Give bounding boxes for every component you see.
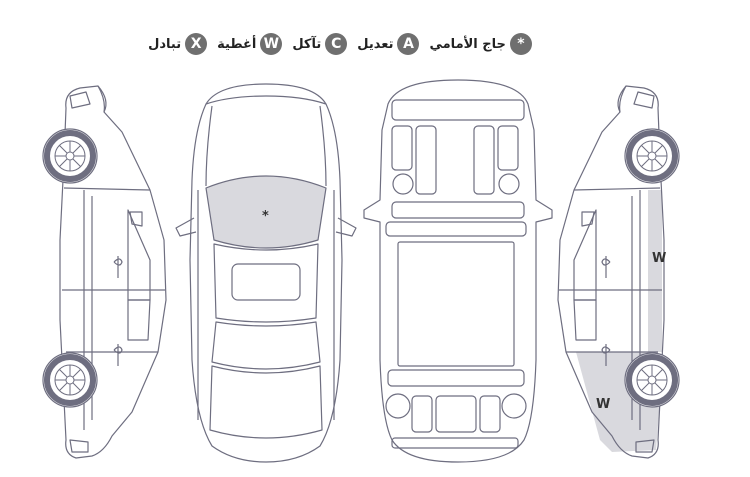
left-side-body-outline <box>59 85 167 459</box>
damage-legend: * جاج الأمامي A تعديل C تآكل W أغطية X ت… <box>140 30 540 58</box>
interior-seat-front-right <box>473 125 495 195</box>
legend-label-windshield: جاج الأمامي <box>429 36 506 52</box>
legend-label-corrosion: تآكل <box>292 36 322 52</box>
left-side-window-front <box>127 209 151 301</box>
top-view-body-outline <box>189 83 343 463</box>
top-view <box>175 83 357 463</box>
right-front-wheel-icon <box>625 129 679 183</box>
right-rear-quarter-damage-mark: W <box>596 397 610 412</box>
left-side-view <box>59 85 167 459</box>
right-side-taillight <box>635 439 655 453</box>
top-view-hood-line-left <box>205 105 213 187</box>
interior-console-bar <box>391 201 525 219</box>
legend-label-modified: تعديل <box>357 36 394 52</box>
legend-badge-c: C <box>325 33 348 55</box>
legend-item-modified: A تعديل <box>357 33 420 55</box>
right-rear-door-damage <box>648 190 662 352</box>
interior-dashboard <box>391 99 525 121</box>
top-view-hood-line-right <box>319 105 327 187</box>
right-side-door-cut-front <box>573 187 661 191</box>
top-view-rear-window <box>211 321 321 370</box>
legend-item-corrosion: C تآكل <box>292 33 348 55</box>
interior-knob-right <box>498 173 520 195</box>
right-side-handle-front <box>601 256 611 278</box>
right-rear-door-damage-mark: W <box>652 251 666 266</box>
top-view-sunroof <box>231 263 301 301</box>
right-side-mirror <box>581 211 595 227</box>
right-side-headlight <box>633 91 655 109</box>
top-view-mirror-right <box>335 217 357 237</box>
top-view-trunk <box>209 365 323 439</box>
right-side-roof-line <box>617 85 627 113</box>
legend-badge-w: W <box>260 33 283 55</box>
interior-view <box>363 79 553 463</box>
legend-badge-x: X <box>185 33 208 55</box>
left-side-roof-line <box>97 85 107 113</box>
interior-seat-front-left <box>415 125 437 195</box>
legend-item-windshield: * جاج الأمامي <box>429 33 532 55</box>
right-rear-wheel-icon <box>625 353 679 407</box>
interior-rear-knob-right <box>501 393 527 419</box>
left-side-handle-rear <box>113 344 123 366</box>
top-view-windshield <box>205 175 327 249</box>
legend-item-covers: W أغطية <box>217 33 283 55</box>
right-side-window-front <box>573 209 597 301</box>
left-side-headlight <box>69 91 91 109</box>
interior-rear-seat-center <box>435 395 477 433</box>
left-rear-wheel-icon <box>43 353 97 407</box>
right-side-body-outline <box>557 85 665 459</box>
left-front-wheel-icon <box>43 129 97 183</box>
top-view-roof <box>213 243 319 323</box>
interior-floor-panel <box>397 241 515 367</box>
interior-rear-bar <box>387 369 525 387</box>
legend-label-replaced: تبادل <box>148 36 182 52</box>
interior-body-outline <box>363 79 553 463</box>
interior-rear-seat-right <box>479 395 501 433</box>
left-side-window-rear <box>127 299 151 341</box>
top-view-hood <box>205 95 327 105</box>
interior-rear-seat-left <box>411 395 433 433</box>
interior-floor-bar <box>385 221 527 237</box>
right-side-handle-rear <box>601 344 611 366</box>
interior-seat-front-left-back <box>391 125 413 171</box>
windshield-damage-mark: * <box>262 209 269 224</box>
left-side-mirror <box>129 211 143 227</box>
legend-item-replaced: X تبادل <box>148 33 208 55</box>
legend-label-covers: أغطية <box>217 36 257 52</box>
interior-knob-left <box>392 173 414 195</box>
interior-rear-knob-left <box>385 393 411 419</box>
legend-badge-a: A <box>397 33 420 55</box>
left-side-door-cut-front <box>63 187 151 191</box>
legend-badge-asterisk: * <box>509 33 532 55</box>
interior-seat-front-right-back <box>497 125 519 171</box>
left-side-handle-front <box>113 256 123 278</box>
right-side-window-rear <box>573 299 597 341</box>
top-view-mirror-left <box>175 217 197 237</box>
interior-trunk-bar <box>391 437 519 449</box>
left-side-taillight <box>69 439 89 453</box>
